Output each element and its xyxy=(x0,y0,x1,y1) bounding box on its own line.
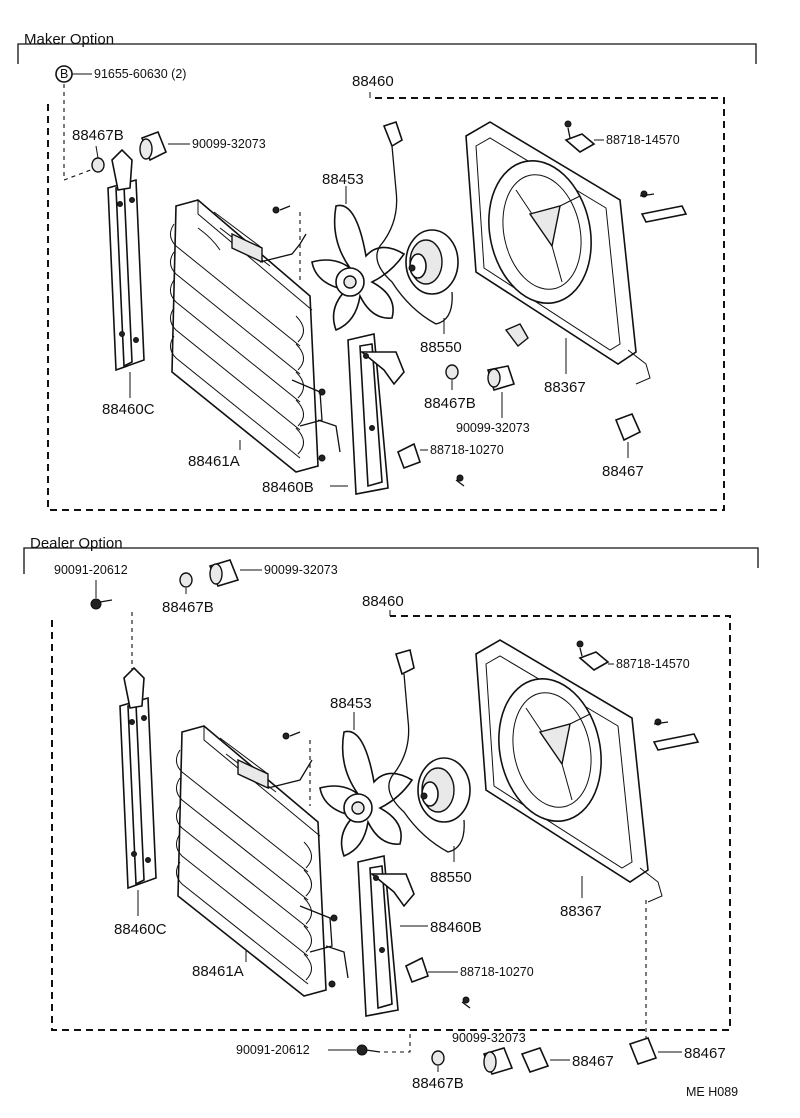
dealer-cushion-b2 xyxy=(628,1037,658,1065)
maker-label-cushion-top: 90099-32073 xyxy=(192,137,266,151)
maker-screw-b xyxy=(455,474,465,487)
dealer-fan xyxy=(319,730,414,858)
dealer-pin-top xyxy=(179,572,193,588)
dealer-screw-a xyxy=(282,731,301,740)
dealer-label-bracket-right: 88460B xyxy=(430,919,482,936)
maker-cushion-mid xyxy=(486,365,516,391)
dealer-cushion-top xyxy=(208,559,240,587)
maker-bolt-b-marker: B xyxy=(55,65,73,83)
maker-label-bolt-b: 91655-60630 (2) xyxy=(94,67,186,81)
maker-label-pin-mid: 88467B xyxy=(424,395,476,412)
dealer-cushion-b1 xyxy=(520,1047,550,1073)
maker-cushion-top xyxy=(139,130,168,162)
dealer-wire-connector xyxy=(388,648,465,853)
dealer-label-bracket-left: 88460C xyxy=(114,921,167,938)
maker-label-cushion-mid: 90099-32073 xyxy=(456,421,530,435)
dealer-screw-b xyxy=(461,996,471,1009)
dealer-section-bracket xyxy=(23,547,759,574)
maker-label-shroud: 88367 xyxy=(544,379,586,396)
maker-cushion-right xyxy=(614,412,642,442)
maker-condenser xyxy=(170,199,341,473)
dealer-label-pin-top: 88467B xyxy=(162,599,214,616)
maker-label-condenser: 88461A xyxy=(188,453,240,470)
dealer-label-condenser: 88461A xyxy=(192,963,244,980)
dealer-label-bolt-top: 90091-20612 xyxy=(54,563,128,577)
dealer-label-bolt-bottom: 90091-20612 xyxy=(236,1043,310,1057)
maker-rubber-block xyxy=(504,323,529,347)
maker-label-bracket-left: 88460C xyxy=(102,401,155,418)
maker-pin-top xyxy=(91,157,105,173)
dealer-label-pin-bottom: 88467B xyxy=(412,1075,464,1092)
maker-bracket-right xyxy=(347,333,405,495)
maker-label-bracket-right: 88460B xyxy=(262,479,314,496)
dealer-bracket-right xyxy=(357,855,415,1017)
maker-wire-connector xyxy=(376,120,453,325)
dealer-clamp-mid xyxy=(404,956,458,984)
maker-label-pin-top: 88467B xyxy=(72,127,124,144)
maker-clamp-mid xyxy=(396,442,428,470)
dealer-motor xyxy=(417,757,471,823)
dealer-shroud-bolt xyxy=(652,718,700,751)
dealer-label-assembly: 88460 xyxy=(362,593,404,610)
maker-shroud xyxy=(465,121,651,385)
maker-section-bracket xyxy=(17,43,757,64)
maker-bracket-left xyxy=(107,148,145,372)
dealer-cushion-bottom xyxy=(482,1047,514,1075)
maker-label-motor: 88550 xyxy=(420,339,462,356)
maker-screw-a xyxy=(272,205,291,214)
maker-b-marker-letter: B xyxy=(60,67,68,81)
dealer-label-cushion-top: 90099-32073 xyxy=(264,563,338,577)
dealer-label-cushion-bottom: 90099-32073 xyxy=(452,1031,526,1045)
dealer-label-shroud: 88367 xyxy=(560,903,602,920)
dealer-bolt-bottom xyxy=(356,1044,381,1056)
dealer-label-motor: 88550 xyxy=(430,869,472,886)
maker-label-fan: 88453 xyxy=(322,171,364,188)
dealer-bolt-top xyxy=(90,598,113,610)
figure-code: ME H089 xyxy=(686,1085,738,1099)
dealer-option-title: Dealer Option xyxy=(30,535,123,552)
maker-label-cushion-right: 88467 xyxy=(602,463,644,480)
maker-clamp-top xyxy=(564,120,596,153)
maker-label-clamp-top: 88718-14570 xyxy=(606,133,680,147)
dealer-option-section: Dealer Option 90091-20612 88467B 90099-3… xyxy=(23,535,759,1092)
dealer-label-cushion-b1: 88467 xyxy=(572,1053,614,1070)
dealer-condenser xyxy=(176,725,349,997)
maker-label-assembly: 88460 xyxy=(352,73,394,90)
dealer-label-clamp-mid: 88718-10270 xyxy=(460,965,534,979)
dealer-label-cushion-b2: 88467 xyxy=(684,1045,726,1062)
maker-label-clamp-mid: 88718-10270 xyxy=(430,443,504,457)
dealer-pin-bottom xyxy=(431,1050,445,1066)
dealer-bracket-left xyxy=(119,666,157,890)
maker-fan xyxy=(311,204,406,332)
maker-assembly-boundary xyxy=(47,97,725,511)
dealer-shroud xyxy=(475,639,663,903)
maker-option-title: Maker Option xyxy=(24,31,114,48)
maker-pin-mid xyxy=(445,364,459,380)
dealer-label-fan: 88453 xyxy=(330,695,372,712)
dealer-label-clamp-top: 88718-14570 xyxy=(616,657,690,671)
maker-motor xyxy=(405,229,459,295)
maker-shroud-bolt xyxy=(639,190,688,223)
dealer-clamp-top xyxy=(576,640,610,671)
maker-option-section: Maker Option 88460 B 91655-60630 (2) 884… xyxy=(17,31,757,511)
